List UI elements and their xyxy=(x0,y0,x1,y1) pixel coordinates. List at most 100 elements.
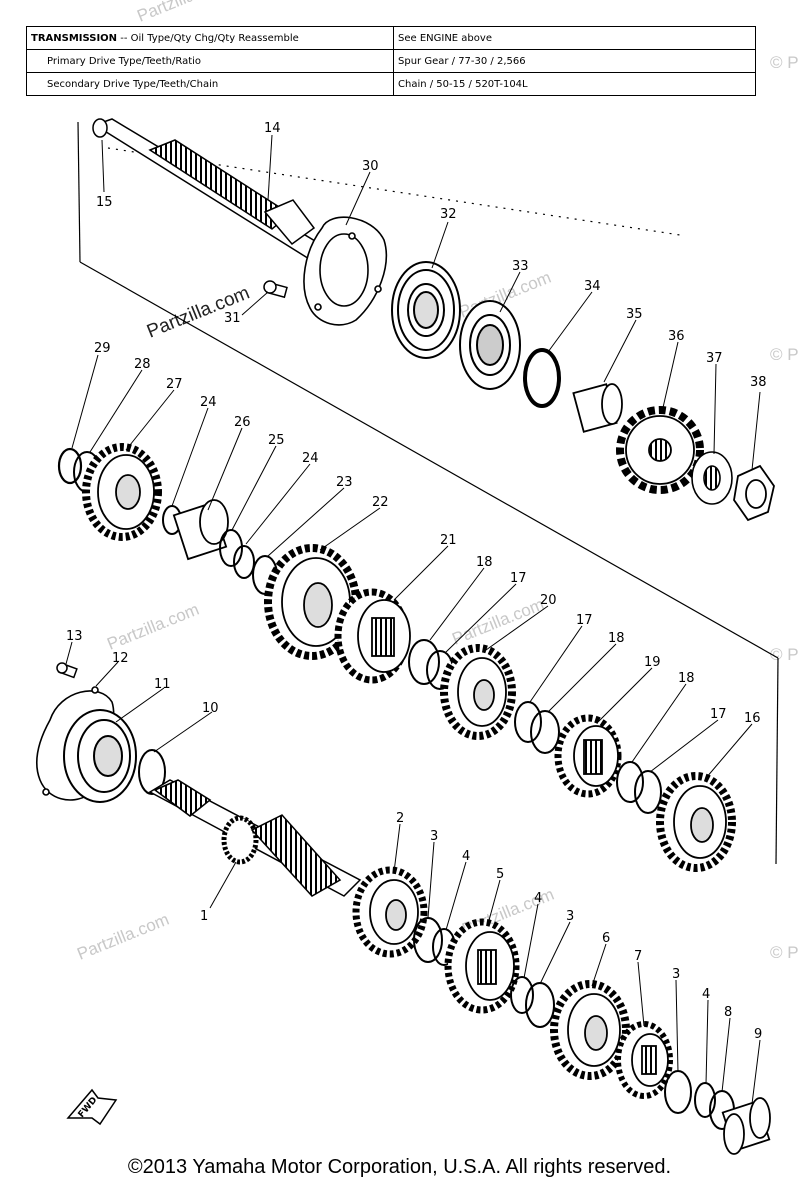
spec-value: See ENGINE above xyxy=(393,26,756,50)
callout-29: 29 xyxy=(94,341,111,356)
callout-36: 36 xyxy=(668,329,685,344)
spec-value: Chain / 50-15 / 520T-104L xyxy=(393,72,756,96)
watermark-partial: © P xyxy=(770,645,799,664)
bearing-32 xyxy=(391,261,461,359)
callout-27: 27 xyxy=(166,377,183,392)
o-ring-34 xyxy=(523,348,561,408)
callout-1: 1 xyxy=(200,909,208,924)
callout-17: 17 xyxy=(576,613,593,628)
gear-7 xyxy=(615,1021,673,1099)
watermark-partial: © P xyxy=(770,943,799,962)
callout-3: 3 xyxy=(672,967,680,982)
callout-3: 3 xyxy=(566,909,574,924)
callout-20: 20 xyxy=(540,593,557,608)
callout-16: 16 xyxy=(744,711,761,726)
circlip-29 xyxy=(57,447,83,485)
gear-21 xyxy=(334,588,411,684)
gear-16 xyxy=(656,772,736,872)
bearing-26 xyxy=(172,499,229,561)
callout-4: 4 xyxy=(702,987,710,1002)
callout-24: 24 xyxy=(302,451,319,466)
callout-38: 38 xyxy=(750,375,767,390)
callout-11: 11 xyxy=(154,677,171,692)
drive-axle-1 xyxy=(148,779,362,897)
drive-sprocket-36 xyxy=(616,406,704,494)
callout-13: 13 xyxy=(66,629,83,644)
callout-9: 9 xyxy=(754,1027,762,1042)
spec-label-head: TRANSMISSION xyxy=(31,32,118,44)
spec-value: Spur Gear / 77-30 / 2,566 xyxy=(393,49,756,73)
callout-17: 17 xyxy=(510,571,527,586)
callout-37: 37 xyxy=(706,351,723,366)
callout-21: 21 xyxy=(440,533,457,548)
washer-3-c xyxy=(664,1070,692,1114)
callout-31: 31 xyxy=(224,311,241,326)
gear-19 xyxy=(554,714,622,798)
washer-10 xyxy=(138,749,166,795)
leader-lines xyxy=(65,134,761,1105)
callout-35: 35 xyxy=(626,307,643,322)
watermark: Partzilla.com xyxy=(74,910,171,964)
screw-13 xyxy=(56,662,78,679)
spec-table: TRANSMISSION -- Oil Type/Qty Chg/Qty Rea… xyxy=(26,26,756,96)
gear-5 xyxy=(444,918,520,1014)
callout-18: 18 xyxy=(476,555,493,570)
collar-35 xyxy=(572,383,623,433)
callout-30: 30 xyxy=(362,159,379,174)
washer-18-a xyxy=(408,639,440,685)
callout-24: 24 xyxy=(200,395,217,410)
callout-12: 12 xyxy=(112,651,129,666)
frame-lines xyxy=(77,121,779,865)
gear-20 xyxy=(440,644,516,740)
spec-row-secondary-drive: Secondary Drive Type/Teeth/Chain Chain /… xyxy=(26,72,756,96)
spec-row-primary-drive: Primary Drive Type/Teeth/Ratio Spur Gear… xyxy=(26,49,756,73)
circlip-17-b xyxy=(514,701,542,743)
bearing-9 xyxy=(721,1097,771,1155)
spec-label: Primary Drive Type/Teeth/Ratio xyxy=(26,49,394,73)
lock-washer-37 xyxy=(691,451,733,505)
washer-18-c xyxy=(616,761,644,803)
watermark: Partzilla.com xyxy=(104,600,201,654)
oil-seal-33 xyxy=(459,300,521,390)
bearing-11 xyxy=(63,709,137,803)
callout-8: 8 xyxy=(724,1005,732,1020)
callout-10: 10 xyxy=(202,701,219,716)
callout-14: 14 xyxy=(264,121,281,136)
spec-label-rest: -- Oil Type/Qty Chg/Qty Reassemble xyxy=(117,32,299,44)
circlip-4-c xyxy=(694,1082,716,1118)
watermark: Partzilla.com xyxy=(449,595,546,649)
callout-34: 34 xyxy=(584,279,601,294)
watermark-partial: © P xyxy=(770,53,799,72)
gasket-30 xyxy=(303,216,388,326)
callout-28: 28 xyxy=(134,357,151,372)
main-axle-14 xyxy=(92,118,332,263)
callout-15: 15 xyxy=(96,195,113,210)
callout-4: 4 xyxy=(462,849,470,864)
fwd-arrow-icon: FWD xyxy=(66,1088,118,1126)
callout-2: 2 xyxy=(396,811,404,826)
callout-labels: 1 2 3 3 3 3 4 4 4 5 6 7 8 9 10 11 12 13 … xyxy=(66,121,767,1042)
gear-27 xyxy=(82,443,162,541)
callout-5: 5 xyxy=(496,867,504,882)
gear-6 xyxy=(550,980,630,1080)
copyright-notice: ©2013 Yamaha Motor Corporation, U.S.A. A… xyxy=(127,1156,672,1178)
callout-4: 4 xyxy=(534,891,542,906)
callout-23: 23 xyxy=(336,475,353,490)
callout-19: 19 xyxy=(644,655,661,670)
circlip-4-b xyxy=(510,976,534,1014)
watermark: Partzilla.com xyxy=(134,0,231,26)
circlip-24-mid xyxy=(233,545,255,579)
callout-26: 26 xyxy=(234,415,251,430)
watermark-partial: © P xyxy=(770,345,799,364)
callout-32: 32 xyxy=(440,207,457,222)
callout-6: 6 xyxy=(602,931,610,946)
callout-3: 3 xyxy=(430,829,438,844)
callout-7: 7 xyxy=(634,949,642,964)
callout-22: 22 xyxy=(372,495,389,510)
spec-row-transmission: TRANSMISSION -- Oil Type/Qty Chg/Qty Rea… xyxy=(26,26,756,50)
gear-22 xyxy=(264,544,360,660)
nut-38 xyxy=(733,464,775,522)
screw-31 xyxy=(263,280,288,299)
callout-17: 17 xyxy=(710,707,727,722)
